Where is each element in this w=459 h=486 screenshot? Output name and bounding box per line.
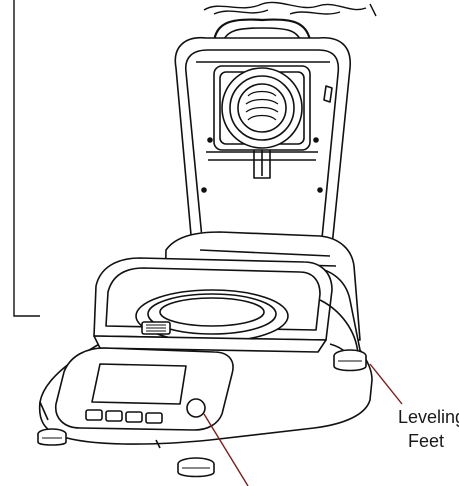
leveling-foot-front-right	[177, 457, 215, 478]
bracket-frame	[13, 0, 40, 317]
leveling-foot-rear-right	[333, 349, 367, 372]
leader-line-leveling-feet	[369, 363, 403, 405]
top-sketch-fragment	[203, 1, 377, 17]
leveling-feet-label-line1: Leveling	[398, 407, 459, 427]
open-lid	[174, 18, 351, 271]
callout-leader-lines	[203, 363, 403, 486]
leveling-feet	[37, 349, 367, 478]
leader-line-bottom	[203, 413, 249, 486]
leveling-foot-front-left	[37, 428, 67, 446]
leveling-feet-label-line2: Feet	[408, 431, 445, 451]
analyzer-base	[38, 231, 373, 449]
